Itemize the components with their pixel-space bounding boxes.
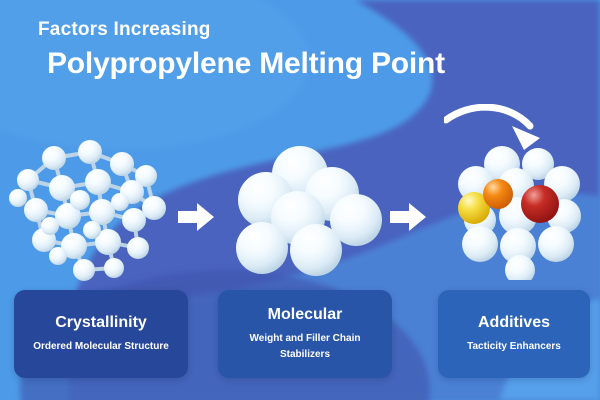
molecule-sphere-group xyxy=(9,140,166,281)
card-subtitle: Ordered Molecular Structure xyxy=(33,340,169,352)
flow-arrow-right xyxy=(388,200,428,234)
page-title: Polypropylene Melting Point xyxy=(47,46,445,80)
card-title: Molecular xyxy=(267,305,343,323)
large-sphere-molecule-cluster xyxy=(234,142,382,276)
flow-arrow-right xyxy=(176,200,216,234)
red-additive-sphere xyxy=(521,185,559,223)
molecule-sphere-group xyxy=(458,146,581,280)
card-subtitle: Tacticity Enhancers xyxy=(467,340,561,352)
card-title: Crystallinity xyxy=(55,313,147,331)
kicker-text: Factors Increasing xyxy=(38,19,211,40)
card-molecular[interactable]: Molecular Weight and Filler Chain Stabil… xyxy=(218,290,392,378)
yellow-additive-sphere xyxy=(458,192,490,224)
molecule-sphere-group xyxy=(236,146,382,276)
curved-arrow-down-right xyxy=(444,104,562,158)
additive-molecule-cluster xyxy=(440,142,596,280)
orange-additive-sphere xyxy=(483,179,513,209)
card-subtitle: Weight and Filler Chain Stabilizers xyxy=(249,333,361,360)
dense-lattice-molecule-cluster xyxy=(6,136,174,282)
card-crystallinity[interactable]: Crystallinity Ordered Molecular Structur… xyxy=(14,290,188,378)
header-block: Factors Increasing Polypropylene Melting… xyxy=(38,19,558,80)
card-additives[interactable]: Additives Tacticity Enhancers xyxy=(438,290,590,378)
card-title: Additives xyxy=(477,313,550,331)
